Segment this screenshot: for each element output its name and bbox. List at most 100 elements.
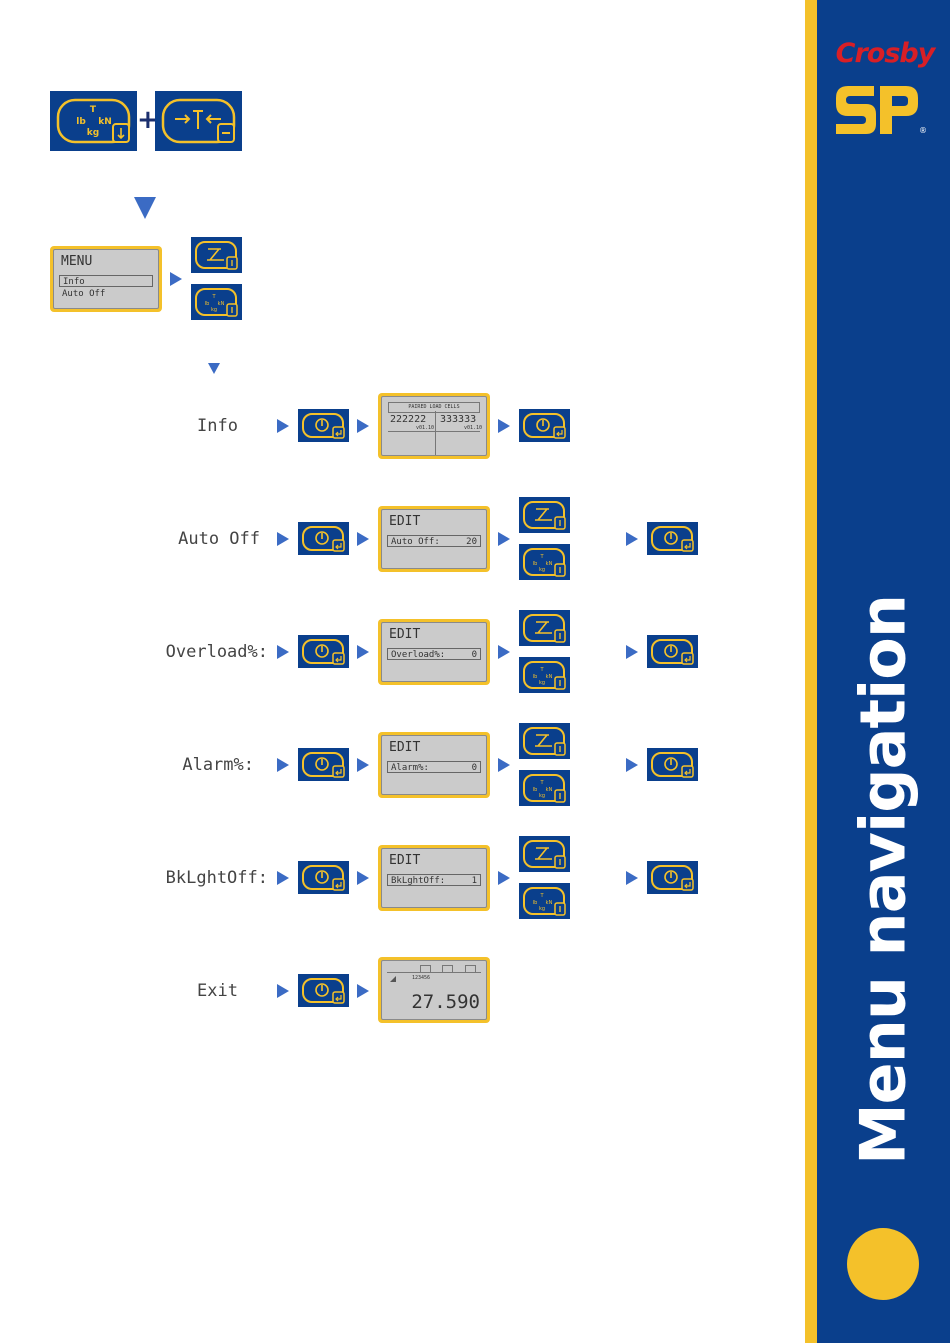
svg-text:lb: lb [205,301,210,307]
row-label-auto-off: Auto Off [110,529,260,549]
row-label-overload: Overload%: [118,642,268,662]
svg-text:kN: kN [546,561,553,567]
right-arrow [498,532,510,546]
right-arrow [357,419,369,433]
power-enter-key[interactable] [298,748,349,781]
unit-key-large[interactable]: T lb kN kg [50,91,137,151]
section-title: Menu navigation [847,595,920,1165]
right-arrow [357,532,369,546]
right-arrow [498,645,510,659]
sp-logo [830,80,922,144]
right-arrow [498,758,510,772]
up-key[interactable] [519,723,570,759]
svg-text:kN: kN [546,674,553,680]
svg-text:T: T [539,893,544,899]
right-arrow [277,871,289,885]
svg-text:lb: lb [533,787,538,793]
right-arrow [357,984,369,998]
key-label-t: T [90,105,97,115]
edit-title: EDIT [389,740,420,755]
right-arrow [357,758,369,772]
info-version-2: v01.10 [464,425,482,431]
svg-text:kg: kg [211,307,217,313]
right-arrow [498,871,510,885]
edit-screen-backlight: EDIT BkLghtOff:1 [378,845,490,911]
right-arrow [626,758,638,772]
down-arrow-small [208,363,220,374]
info-screen: PAIRED LOAD CELLS 222222 333333 v01.10 v… [378,393,490,459]
right-arrow [277,419,289,433]
svg-text:kg: kg [539,906,545,912]
right-arrow [357,871,369,885]
signal-icon [390,976,396,982]
power-enter-key[interactable] [647,635,698,668]
power-enter-key[interactable] [647,861,698,894]
svg-text:lb: lb [533,900,538,906]
edit-field: BkLghtOff:1 [387,874,481,886]
edit-screen-auto-off: EDIT Auto Off:20 [378,506,490,572]
power-enter-key[interactable] [298,522,349,555]
edit-screen-alarm: EDIT Alarm%:0 [378,732,490,798]
svg-text:kN: kN [546,787,553,793]
info-divider [435,411,436,455]
menu-item-info: Info [59,275,153,287]
edit-value: 20 [466,536,477,548]
weighing-screen: 123456 27.590 [378,957,490,1023]
status-bar [387,964,481,973]
power-enter-key[interactable] [647,522,698,555]
menu-item-auto-off: Auto Off [59,288,153,300]
up-key[interactable] [519,497,570,533]
right-arrow [626,645,638,659]
info-header: PAIRED LOAD CELLS [388,402,480,413]
status-icon-3 [465,965,476,973]
power-enter-key[interactable] [647,748,698,781]
svg-text:lb: lb [533,561,538,567]
status-icon-2 [442,965,453,973]
power-enter-key[interactable] [519,409,570,442]
right-arrow [277,645,289,659]
info-rule [388,431,480,432]
key-label-kg: kg [87,128,99,138]
right-arrow [357,645,369,659]
edit-value: 0 [472,762,477,774]
menu-screen: MENU Info Auto Off [50,246,162,312]
tare-key-large[interactable] [155,91,242,151]
svg-text:kg: kg [539,793,545,799]
right-arrow [626,871,638,885]
right-arrow [277,984,289,998]
crosby-logo: Crosby [830,38,940,69]
row-label-alarm: Alarm%: [104,755,254,775]
edit-field: Auto Off:20 [387,535,481,547]
edit-field: Alarm%:0 [387,761,481,773]
power-enter-key[interactable] [298,635,349,668]
page-marker-dot [847,1228,919,1300]
svg-text:kg: kg [539,567,545,573]
info-cell-2: 333333 [440,414,476,425]
key-label-lb: lb [76,117,86,127]
svg-text:T: T [539,667,544,673]
up-key[interactable] [519,610,570,646]
key-label-kn: kN [98,117,112,127]
svg-text:T: T [211,294,216,300]
edit-title: EDIT [389,853,420,868]
power-enter-key[interactable] [298,409,349,442]
right-arrow [498,419,510,433]
down-arrow [134,197,156,219]
info-version-1: v01.10 [416,425,434,431]
up-key[interactable] [519,836,570,872]
right-arrow [626,532,638,546]
status-icon-1 [420,965,431,973]
edit-screen-overload: EDIT Overload%:0 [378,619,490,685]
edit-value: 0 [472,649,477,661]
info-cell-1: 222222 [390,414,426,425]
power-enter-key[interactable] [298,974,349,1007]
power-enter-key[interactable] [298,861,349,894]
svg-text:kg: kg [539,680,545,686]
registered-mark: ® [919,126,927,135]
up-key[interactable] [191,237,242,273]
